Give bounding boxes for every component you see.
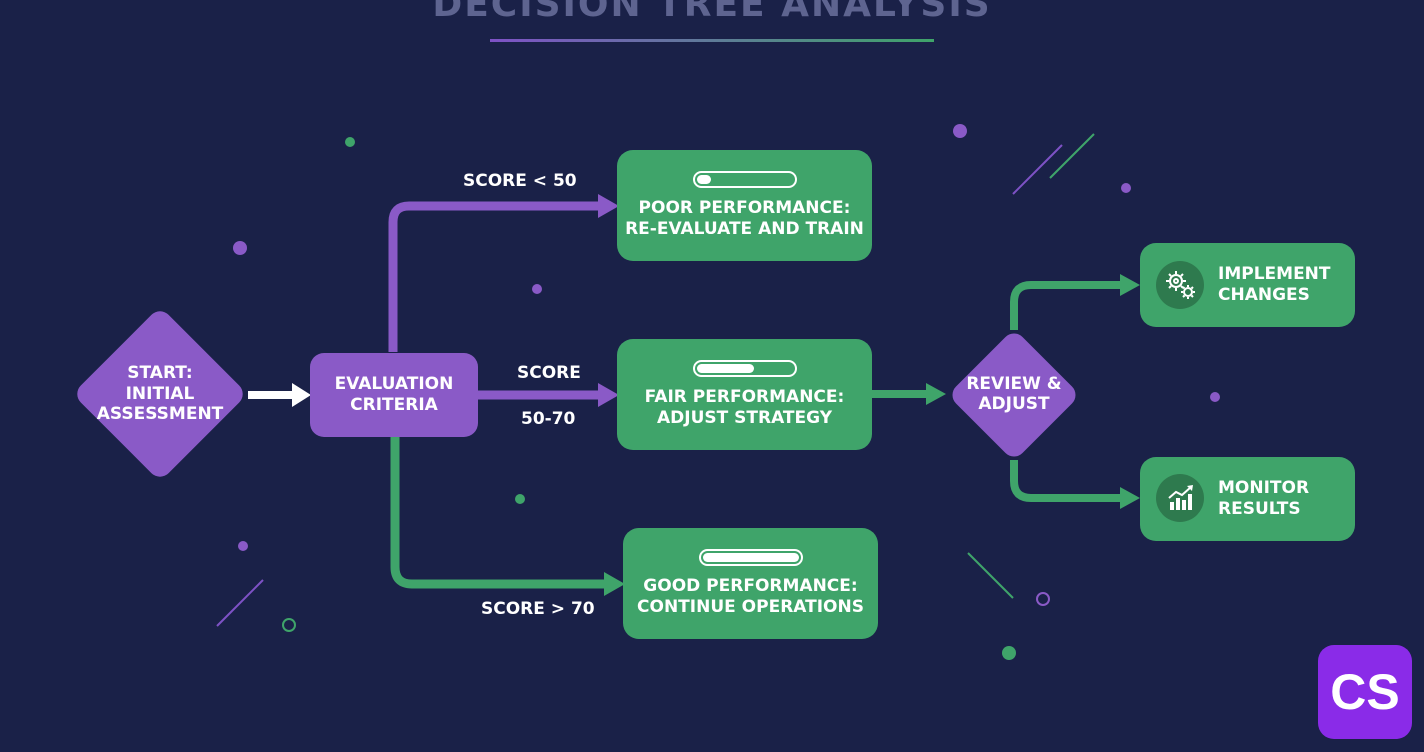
progress-bar-good	[698, 549, 803, 567]
monitor-line-2: RESULTS	[1218, 499, 1301, 520]
good-line-2: CONTINUE OPERATIONS	[637, 597, 864, 617]
edge-label-fair-line-2: 50-70	[521, 409, 576, 429]
progress-fill-good	[702, 553, 799, 563]
review-line-2: ADJUST	[978, 394, 1050, 414]
gears-icon	[1166, 271, 1195, 299]
evaluation-line-1: EVALUATION	[334, 374, 454, 395]
edge-label-fair-line-1: SCORE	[517, 363, 581, 383]
poor-line-1: POOR PERFORMANCE:	[638, 198, 851, 219]
diagram-title: DECISION TREE ANALYSIS	[432, 0, 992, 25]
progress-bar-fair	[692, 360, 797, 378]
progress-bar-poor	[692, 171, 797, 189]
edge-label-poor: SCORE < 50	[463, 171, 577, 191]
start-line-3: ASSESSMENT	[96, 404, 224, 425]
gears-icon-circle	[1156, 261, 1204, 309]
start-line-2: INITIAL	[125, 383, 195, 404]
monitor-line-1: MONITOR	[1218, 478, 1310, 498]
start-node-label: START: INITIAL ASSESSMENT	[80, 362, 240, 426]
progress-fill-fair	[696, 364, 755, 374]
implement-changes-label: IMPLEMENT CHANGES	[1218, 264, 1331, 307]
evaluation-line-2: CRITERIA	[350, 395, 438, 415]
title-underline	[490, 39, 934, 42]
review-node-label: REVIEW & ADJUST	[954, 372, 1074, 416]
fair-line-2: ADJUST STRATEGY	[656, 408, 833, 428]
monitor-results-label: MONITOR RESULTS	[1218, 478, 1309, 521]
start-line-1: START:	[127, 363, 193, 384]
decorations	[216, 124, 1220, 660]
implement-line-1: IMPLEMENT	[1218, 264, 1331, 284]
evaluation-criteria-node: EVALUATION CRITERIA	[310, 353, 478, 437]
cs-logo: CS	[1318, 645, 1412, 739]
poor-line-2: RE-EVALUATE AND TRAIN	[625, 219, 864, 239]
fair-performance-node: FAIR PERFORMANCE: ADJUST STRATEGY	[617, 339, 872, 450]
progress-fill-poor	[696, 175, 711, 185]
implement-line-2: CHANGES	[1218, 285, 1310, 306]
fair-line-1: FAIR PERFORMANCE:	[644, 387, 845, 408]
poor-performance-node: POOR PERFORMANCE: RE-EVALUATE AND TRAIN	[617, 150, 872, 261]
review-line-1: REVIEW &	[966, 373, 1062, 394]
growth-chart-icon-circle	[1156, 474, 1204, 522]
good-line-1: GOOD PERFORMANCE:	[643, 576, 858, 597]
edge-label-good: SCORE > 70	[481, 599, 595, 619]
good-performance-node: GOOD PERFORMANCE: CONTINUE OPERATIONS	[623, 528, 878, 639]
growth-chart-icon	[1168, 485, 1193, 510]
